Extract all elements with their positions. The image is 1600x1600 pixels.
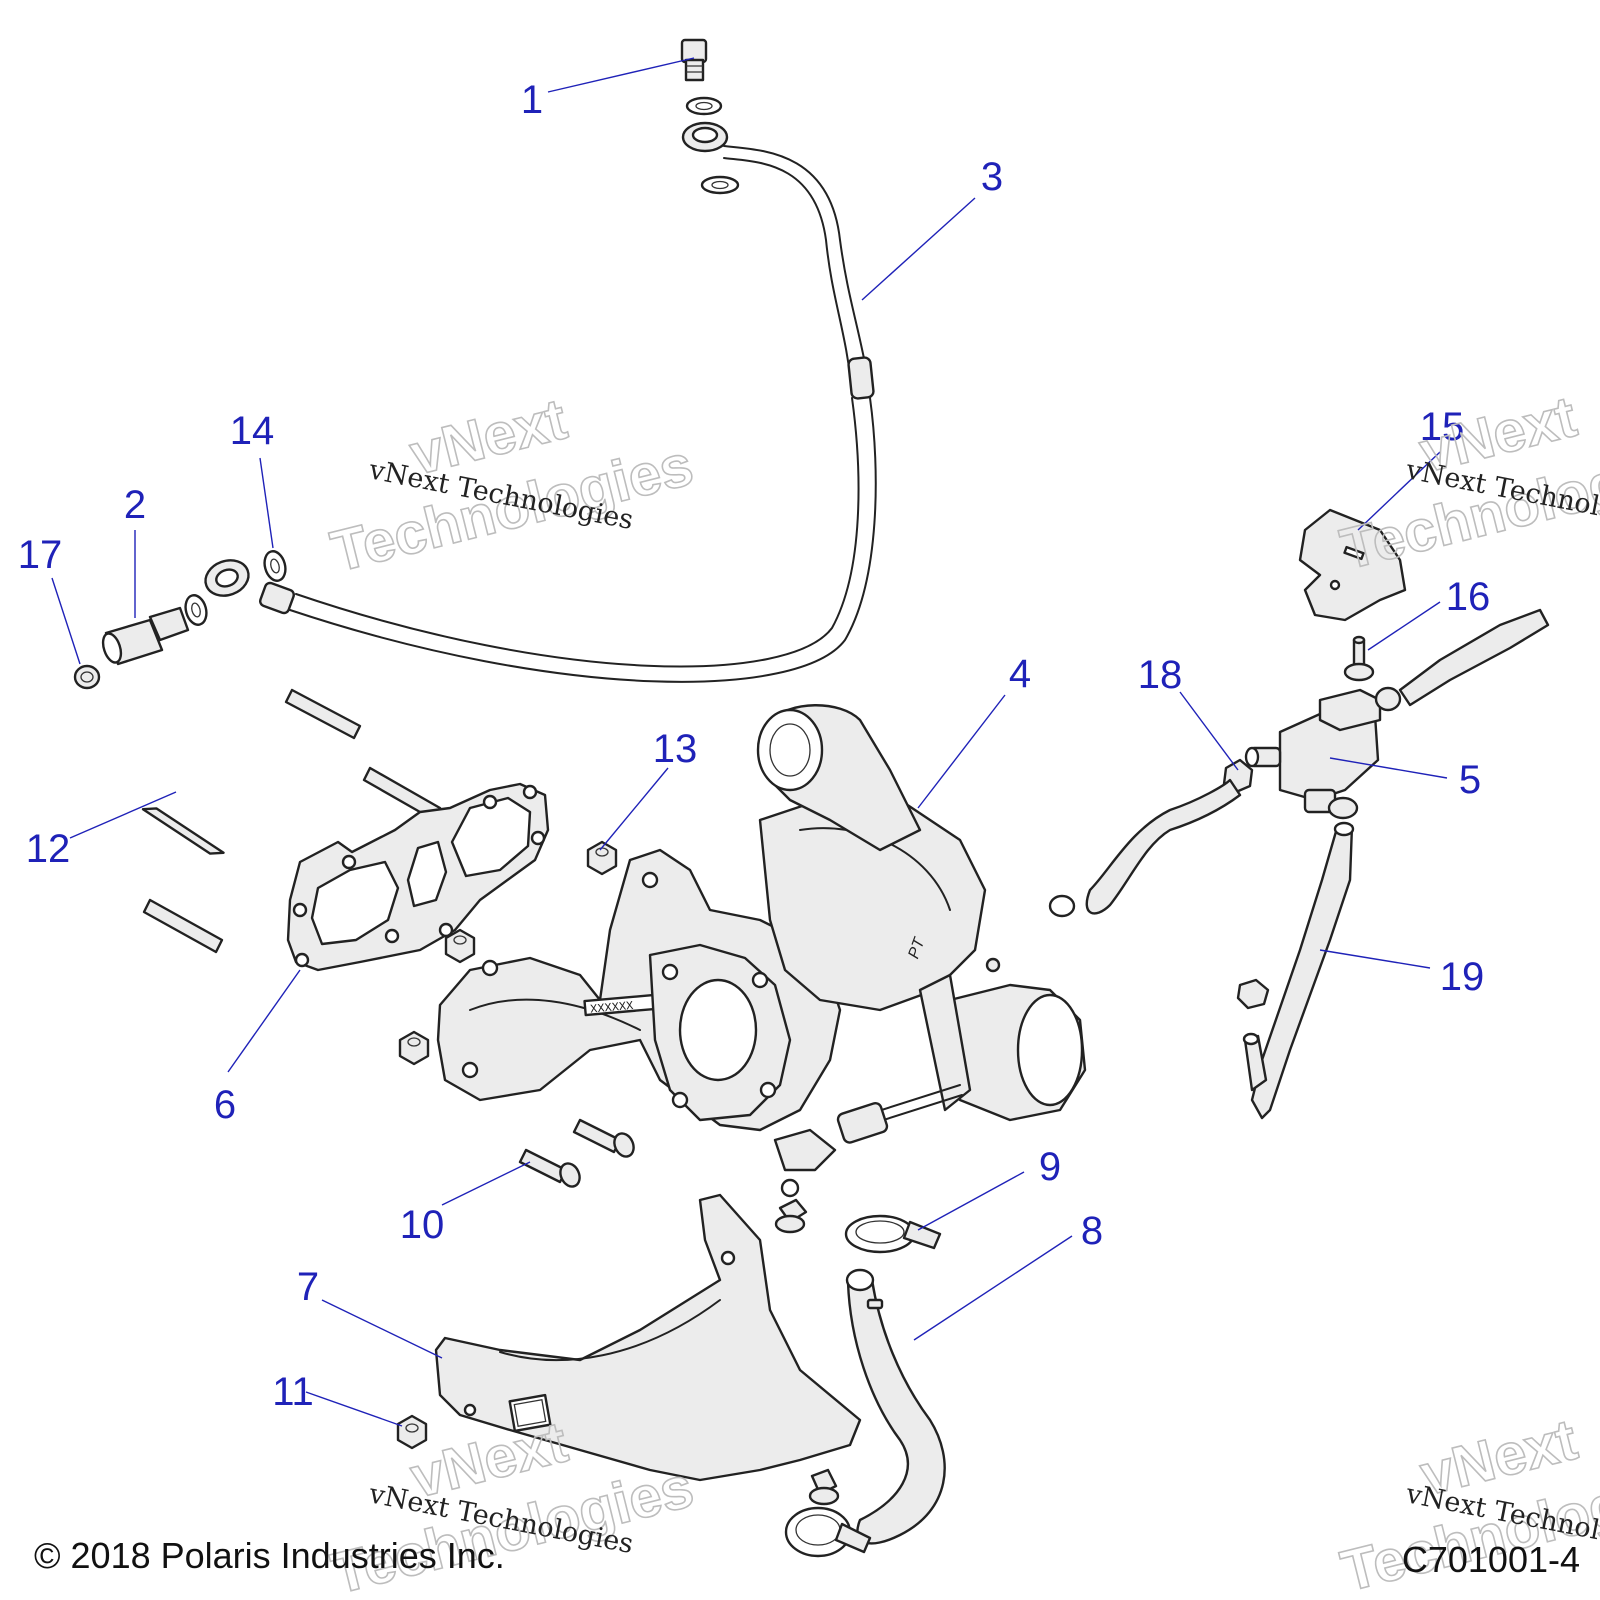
callout-15: 15 [1420,405,1465,449]
callout-13: 13 [653,727,698,771]
callout-19: 19 [1440,955,1485,999]
leader-lines [51,57,1448,1427]
sealing-washers-top [685,96,740,195]
callout-10: 10 [400,1203,445,1247]
callout-12: 12 [26,827,71,871]
part-3-oil-feed-line [204,121,877,683]
callout-11: 11 [272,1370,314,1414]
turbo-marking-text: PT [905,935,928,961]
callout-14: 14 [230,409,275,453]
part-4-turbocharger: XXXXXX PT [436,704,1087,1198]
part-8-hose [845,1268,946,1545]
part-10-bolts [518,1118,635,1188]
callout-16: 16 [1446,575,1491,619]
watermark-top-center: vNext Technologies [324,386,700,586]
part-2-adapter-fitting [101,606,190,666]
copyright-notice: © 2018 Polaris Industries Inc. [34,1535,505,1576]
callout-18: 18 [1138,653,1183,697]
part-1-banjo-bolt [680,38,708,82]
callout-6: 6 [214,1083,236,1127]
part-11-nut [396,1414,428,1450]
part-6-exhaust-gasket [286,782,550,972]
callout-numbers: 1 2 3 4 5 6 7 8 9 10 11 12 13 14 15 16 1… [18,78,1491,1414]
callout-2: 2 [124,483,146,527]
part-14-washer [184,550,287,626]
part-16-screw [1343,635,1375,682]
part-15-bracket [1298,508,1407,622]
part-5-solenoid-valve [1244,688,1400,814]
callout-9: 9 [1039,1145,1061,1189]
part-13-nuts [398,840,618,1066]
callout-3: 3 [981,155,1003,199]
callout-1: 1 [521,78,543,122]
part-stamp-text: XXXXXX [590,999,634,1017]
figure-code: C701001-4 [1402,1539,1580,1580]
part-17-cap [73,664,101,690]
callout-8: 8 [1081,1209,1103,1253]
shield-fasteners [774,1198,840,1506]
vacuum-hoses [1048,608,1550,1120]
callout-7: 7 [297,1265,319,1309]
callout-4: 4 [1009,652,1031,696]
part-9-hose-clamps [784,1214,942,1558]
callout-5: 5 [1459,758,1481,802]
callout-17: 17 [18,533,63,577]
part-7-heat-shield [434,1193,862,1482]
part-12-studs [141,688,442,954]
